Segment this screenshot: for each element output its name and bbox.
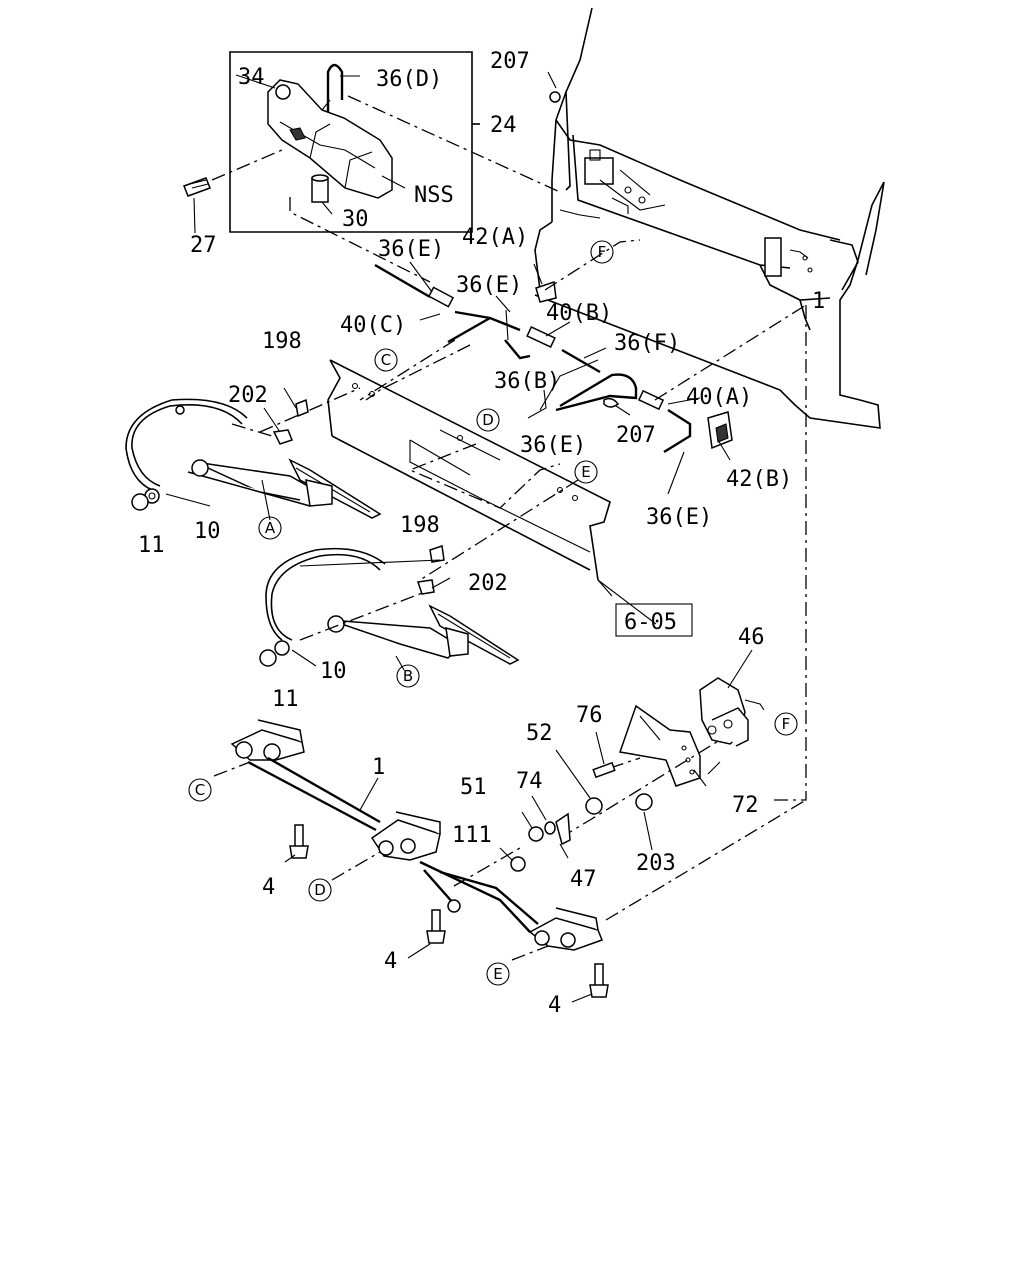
wiper-linkage <box>213 719 807 961</box>
label-6-05: 6-05 <box>624 610 677 635</box>
label-74: 74 <box>516 769 543 794</box>
label-36b: 36(B) <box>494 369 560 394</box>
label-10b: 10 <box>320 659 347 684</box>
svg-text:E: E <box>581 463 590 481</box>
label-76: 76 <box>576 703 603 728</box>
label-11a: 11 <box>138 533 165 558</box>
bolt-4b <box>407 909 446 959</box>
label-46: 46 <box>738 625 765 650</box>
label-72: 72 <box>732 793 759 818</box>
marker-e-upper: E <box>574 460 598 484</box>
grommet-207-cab <box>549 91 561 103</box>
svg-text:F: F <box>782 715 791 733</box>
part-labels: 34 36(D) 24 207 NSS 27 30 36(E) 42(A) 36… <box>138 49 825 1018</box>
label-202a: 202 <box>228 383 268 408</box>
label-24: 24 <box>490 113 517 138</box>
label-34: 34 <box>238 65 265 90</box>
label-nss: NSS <box>414 183 454 208</box>
marker-c-upper: C <box>374 348 398 372</box>
label-27: 27 <box>190 233 217 258</box>
svg-text:F: F <box>598 243 607 261</box>
label-111: 111 <box>452 823 492 848</box>
marker-f-lower: F <box>774 712 798 736</box>
clip-42a <box>535 239 641 303</box>
wiper-arm-a <box>125 387 382 519</box>
bushing-111 <box>510 856 526 872</box>
label-4b: 4 <box>384 949 397 974</box>
cab-body-outline <box>534 7 885 429</box>
label-40b: 40(B) <box>546 301 612 326</box>
bolt-4a <box>284 824 309 863</box>
svg-text:E: E <box>493 965 502 983</box>
svg-text:D: D <box>482 411 494 429</box>
label-47: 47 <box>570 867 597 892</box>
label-52: 52 <box>526 721 553 746</box>
label-1-cab: 1 <box>812 289 825 314</box>
nut-203 <box>635 793 653 811</box>
nut-51 <box>528 826 544 842</box>
label-198b: 198 <box>400 513 440 538</box>
washer-74 <box>544 821 556 835</box>
label-36e4: 36(E) <box>646 505 712 530</box>
label-203: 203 <box>636 851 676 876</box>
label-207a: 207 <box>490 49 530 74</box>
clip-47 <box>555 812 571 846</box>
bushing-52 <box>585 797 603 815</box>
bolt-4c <box>571 963 609 1003</box>
svg-text:C: C <box>381 351 391 369</box>
cowl-panel <box>327 359 613 597</box>
label-42b: 42(B) <box>726 467 792 492</box>
reference-6-05: 6-05 <box>615 603 693 637</box>
wiper-motor <box>699 677 765 747</box>
marker-d-upper: D <box>476 408 500 432</box>
svg-text:D: D <box>314 881 326 899</box>
label-10a: 10 <box>194 519 221 544</box>
label-198a: 198 <box>262 329 302 354</box>
bolt-27 <box>183 177 211 197</box>
label-36d: 36(D) <box>376 67 442 92</box>
marker-f-upper: F <box>590 240 614 264</box>
label-40c: 40(C) <box>340 313 406 338</box>
washer-tank-assembly <box>183 51 480 234</box>
label-36e3: 36(E) <box>520 433 586 458</box>
leader-lines <box>165 71 753 861</box>
marker-b: B <box>396 664 420 688</box>
marker-e-lower: E <box>486 962 510 986</box>
clip-42b <box>707 411 733 450</box>
label-36e2: 36(E) <box>456 273 522 298</box>
bolt-76 <box>592 761 616 779</box>
label-11b: 11 <box>272 687 299 712</box>
label-4c: 4 <box>548 993 561 1018</box>
label-202b: 202 <box>468 571 508 596</box>
marker-a: A <box>258 516 282 540</box>
label-51: 51 <box>460 775 487 800</box>
marker-c-lower: C <box>188 778 212 802</box>
svg-text:A: A <box>265 519 276 537</box>
marker-d-lower: D <box>308 878 332 902</box>
wiper-arm-b <box>259 545 520 667</box>
reference-markers: A B C C D D E E <box>188 240 798 986</box>
svg-text:C: C <box>195 781 205 799</box>
label-40a: 40(A) <box>686 385 752 410</box>
label-1: 1 <box>372 755 385 780</box>
grommet-207 <box>603 397 620 408</box>
svg-text:B: B <box>403 667 413 685</box>
label-36f: 36(F) <box>614 331 680 356</box>
label-42a: 42(A) <box>462 225 528 250</box>
hose-routing <box>359 263 807 454</box>
label-207b: 207 <box>616 423 656 448</box>
label-4a: 4 <box>262 875 275 900</box>
label-36e1: 36(E) <box>378 237 444 262</box>
label-30: 30 <box>342 207 369 232</box>
